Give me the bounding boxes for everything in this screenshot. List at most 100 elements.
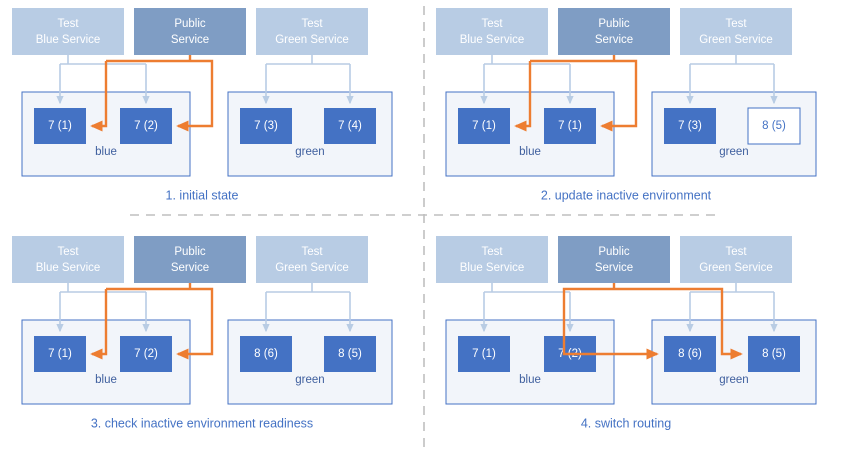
green-instance-1[interactable]: 8 (6) xyxy=(240,336,292,372)
blue-environment-label: blue xyxy=(95,146,117,158)
green-instance-1[interactable]: 7 (3) xyxy=(240,108,292,144)
service-box-rect xyxy=(12,8,124,55)
green-instance-1-label: 8 (6) xyxy=(254,348,278,360)
blue-environment-label: blue xyxy=(519,374,541,386)
blue-instance-1[interactable]: 7 (1) xyxy=(34,336,86,372)
public-arrow-to-blue-2 xyxy=(176,59,214,132)
blue-instance-2-label: 7 (1) xyxy=(558,120,582,132)
public-service-box-line2: Service xyxy=(595,34,633,46)
public-service-box-line1: Public xyxy=(174,246,206,258)
blue-instance-2-rect xyxy=(120,108,172,144)
green-environment-label: green xyxy=(719,374,748,386)
green-instance-2[interactable]: 8 (5) xyxy=(748,336,800,372)
blue-instance-2[interactable]: 7 (2) xyxy=(120,108,172,144)
test-green-service-box-line1: Test xyxy=(301,246,323,258)
green-instance-1[interactable]: 8 (6) xyxy=(664,336,716,372)
green-instance-1-rect xyxy=(240,336,292,372)
blue-instance-1[interactable]: 7 (1) xyxy=(458,336,510,372)
green-instance-2-rect xyxy=(324,108,376,144)
blue-instance-1-rect xyxy=(458,336,510,372)
blue-instance-2[interactable]: 7 (1) xyxy=(544,108,596,144)
service-box-rect xyxy=(558,236,670,283)
blue-instance-1[interactable]: 7 (1) xyxy=(34,108,86,144)
test-green-service-box-line2: Green Service xyxy=(699,34,773,46)
test-blue-service-box-line1: Test xyxy=(57,18,79,30)
test-blue-service-box-line2: Blue Service xyxy=(460,262,525,274)
green-instance-1-rect xyxy=(664,108,716,144)
test-blue-service-box-line1: Test xyxy=(481,18,503,30)
green-instance-2-label: 8 (5) xyxy=(762,348,786,360)
public-service-box-line2: Service xyxy=(171,34,209,46)
green-instance-1-rect xyxy=(664,336,716,372)
green-instance-2-rect xyxy=(748,336,800,372)
green-instance-1-label: 7 (3) xyxy=(254,120,278,132)
test-blue-service-box-line2: Blue Service xyxy=(36,34,101,46)
service-box-rect xyxy=(680,236,792,283)
blue-instance-1-label: 7 (1) xyxy=(472,348,496,360)
test-blue-connector xyxy=(480,55,574,105)
green-instance-2-rect xyxy=(747,107,801,145)
public-arrow-to-blue-1 xyxy=(514,61,532,132)
blue-instance-2-label: 7 (2) xyxy=(134,348,158,360)
test-green-service-box-line1: Test xyxy=(301,18,323,30)
public-arrow-to-blue-2 xyxy=(600,59,638,132)
panel-dividers xyxy=(130,6,720,450)
service-box-rect xyxy=(134,236,246,283)
public-service-box-line2: Service xyxy=(595,262,633,274)
public-routing xyxy=(90,283,214,360)
green-instance-2-label: 8 (5) xyxy=(338,348,362,360)
panel-4-caption: 4. switch routing xyxy=(581,416,671,430)
green-instance-2[interactable]: 7 (4) xyxy=(324,108,376,144)
green-instance-2-label: 7 (4) xyxy=(338,120,362,132)
test-blue-service-box-line1: Test xyxy=(57,246,79,258)
test-blue-service-box-line2: Blue Service xyxy=(36,262,101,274)
blue-instance-2-label: 7 (2) xyxy=(134,120,158,132)
green-instance-1[interactable]: 7 (3) xyxy=(664,108,716,144)
public-routing xyxy=(514,55,638,132)
blue-environment-label: blue xyxy=(95,374,117,386)
green-instance-2-label: 8 (5) xyxy=(762,120,786,132)
public-arrow-to-blue-2 xyxy=(176,287,214,360)
test-blue-connector xyxy=(56,55,150,105)
service-box-rect xyxy=(12,236,124,283)
blue-instance-2[interactable]: 7 (2) xyxy=(120,336,172,372)
test-blue-connector xyxy=(480,283,574,333)
service-box-rect xyxy=(256,236,368,283)
green-instance-2-rect xyxy=(324,336,376,372)
service-box-rect xyxy=(436,236,548,283)
green-instance-2[interactable]: 8 (5) xyxy=(324,336,376,372)
service-box-rect xyxy=(680,8,792,55)
test-green-service-box-line1: Test xyxy=(725,246,747,258)
blue-environment-label: blue xyxy=(519,146,541,158)
public-service-box-line1: Public xyxy=(174,18,206,30)
green-instance-2[interactable]: 8 (5) xyxy=(747,107,801,145)
panel-3-caption: 3. check inactive environment readiness xyxy=(91,416,313,430)
panel-1-caption: 1. initial state xyxy=(166,188,239,202)
blue-instance-2-rect xyxy=(544,108,596,144)
test-green-service-box-line2: Green Service xyxy=(275,34,349,46)
blue-instance-1-rect xyxy=(34,108,86,144)
service-box-rect xyxy=(256,8,368,55)
service-box-rect xyxy=(558,8,670,55)
blue-instance-1[interactable]: 7 (1) xyxy=(458,108,510,144)
blue-instance-1-label: 7 (1) xyxy=(472,120,496,132)
public-arrow-to-green-1 xyxy=(562,287,659,360)
test-green-service-box-line1: Test xyxy=(725,18,747,30)
panel-2-caption: 2. update inactive environment xyxy=(541,188,712,202)
green-environment-label: green xyxy=(295,146,324,158)
